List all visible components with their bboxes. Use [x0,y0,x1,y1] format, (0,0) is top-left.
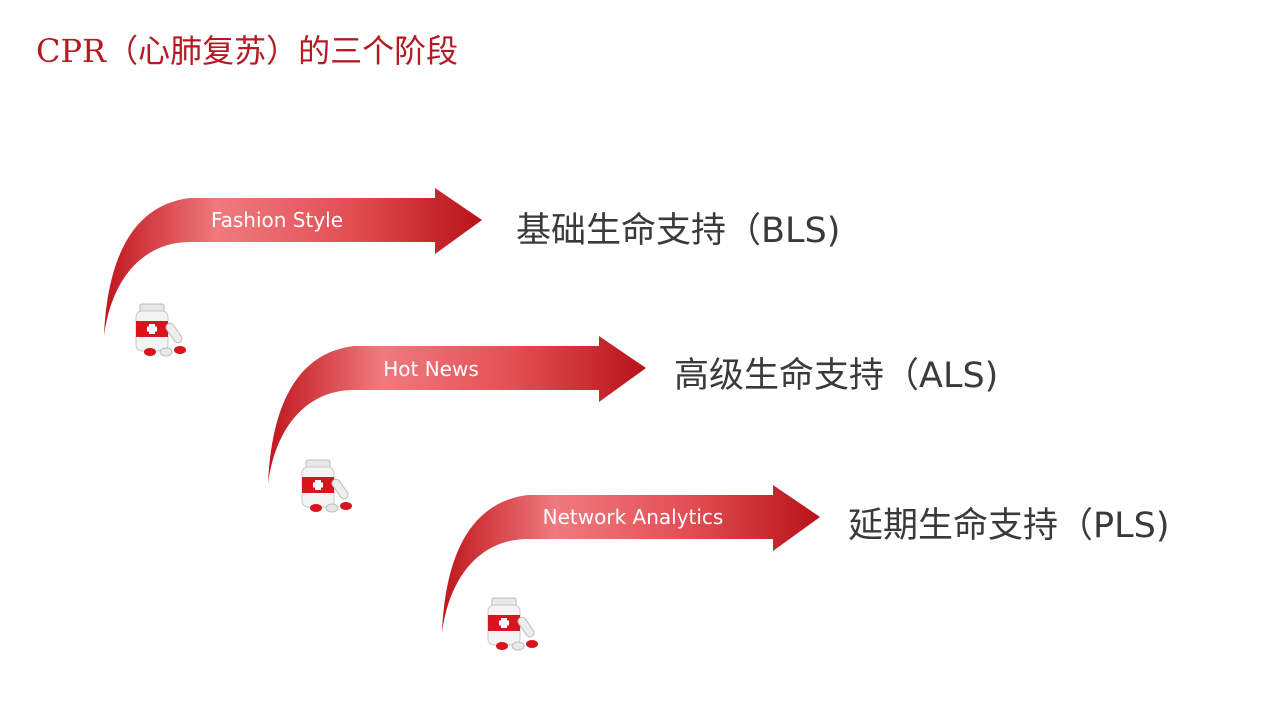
curved-arrow-1 [104,188,482,336]
curved-arrow-3 [442,485,820,633]
page-title: CPR（心肺复苏）的三个阶段 [36,32,459,70]
medicine-bottle-icon [135,303,186,357]
stage-text-pls: 延期生命支持（PLS) [848,506,1170,546]
medicine-bottle-icon [487,597,538,651]
arrow-label-1: Fashion Style [210,208,344,232]
stage-text-bls: 基础生命支持（BLS) [516,211,841,251]
curved-arrow-2 [268,336,646,484]
arrow-label-2: Hot News [383,357,479,381]
medicine-bottle-icon [301,459,352,513]
arrow-label-3: Network Analytics [542,505,724,529]
stage-text-als: 高级生命支持（ALS) [674,356,999,396]
